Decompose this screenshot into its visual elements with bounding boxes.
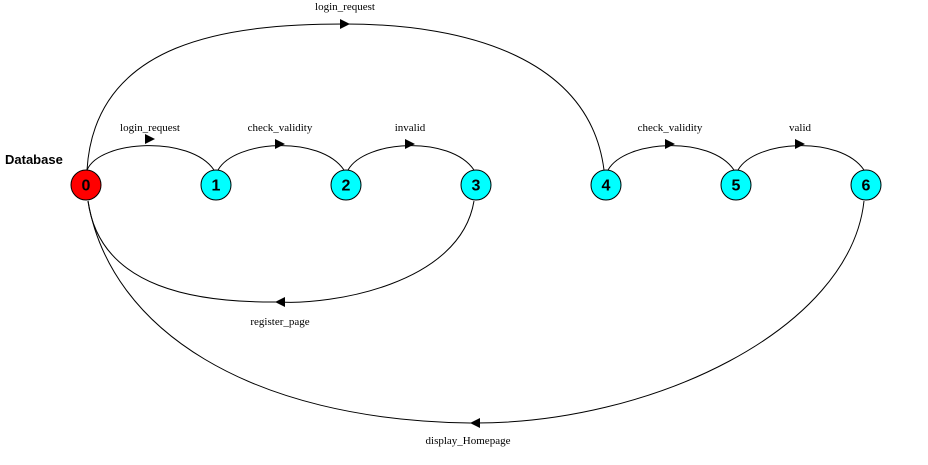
node-6[interactable]: 6	[850, 169, 882, 201]
node-5[interactable]: 5	[720, 169, 752, 201]
node-4-circle[interactable]	[590, 169, 622, 201]
node-4[interactable]: 4	[590, 169, 622, 201]
node-0[interactable]: 0	[70, 169, 102, 201]
nodes: 0 1 2 3 4 5 6	[70, 169, 882, 201]
edge-0-4	[86, 23, 605, 171]
edge-4-5	[607, 145, 735, 171]
edge-1-2	[217, 145, 345, 171]
edge-0-1-arrow	[145, 134, 155, 144]
diagram-title: Database	[5, 152, 63, 167]
edge-3-0	[87, 200, 475, 303]
node-1[interactable]: 1	[200, 169, 232, 201]
node-2[interactable]: 2	[330, 169, 362, 201]
edge-6-0	[87, 200, 865, 424]
edge-label-0-4: login_request	[315, 1, 375, 13]
node-3[interactable]: 3	[460, 169, 492, 201]
node-1-circle[interactable]	[200, 169, 232, 201]
node-6-circle[interactable]	[850, 169, 882, 201]
edge-5-6-arrow	[795, 139, 805, 149]
node-4-label: 4	[602, 178, 611, 195]
node-3-label: 3	[472, 178, 481, 195]
edge-label-0-1: login_request	[120, 122, 180, 134]
edge-3-0-arrow	[275, 297, 285, 307]
edge-label-3-0: register_page	[250, 316, 309, 328]
edge-2-3	[347, 145, 475, 171]
node-2-circle[interactable]	[330, 169, 362, 201]
edge-0-1	[86, 145, 215, 171]
edge-label-4-5: check_validity	[638, 122, 703, 134]
edge-4-5-arrow	[665, 139, 675, 149]
edge-1-2-arrow	[275, 139, 285, 149]
node-0-circle[interactable]	[70, 169, 102, 201]
node-6-label: 6	[862, 178, 871, 195]
edge-6-0-arrow	[470, 418, 480, 428]
edge-2-3-arrow	[405, 139, 415, 149]
edge-label-2-3: invalid	[395, 122, 426, 134]
node-5-label: 5	[732, 178, 741, 195]
node-3-circle[interactable]	[460, 169, 492, 201]
edge-label-6-0: display_Homepage	[426, 435, 511, 447]
edges: login_request check_validity invalid reg…	[86, 1, 865, 447]
edge-label-5-6: valid	[789, 122, 811, 134]
node-5-circle[interactable]	[720, 169, 752, 201]
node-0-label: 0	[82, 178, 91, 195]
edge-5-6	[737, 145, 865, 171]
node-1-label: 1	[212, 178, 221, 195]
node-2-label: 2	[342, 178, 351, 195]
edge-label-1-2: check_validity	[248, 122, 313, 134]
edge-0-4-arrow	[340, 19, 350, 29]
